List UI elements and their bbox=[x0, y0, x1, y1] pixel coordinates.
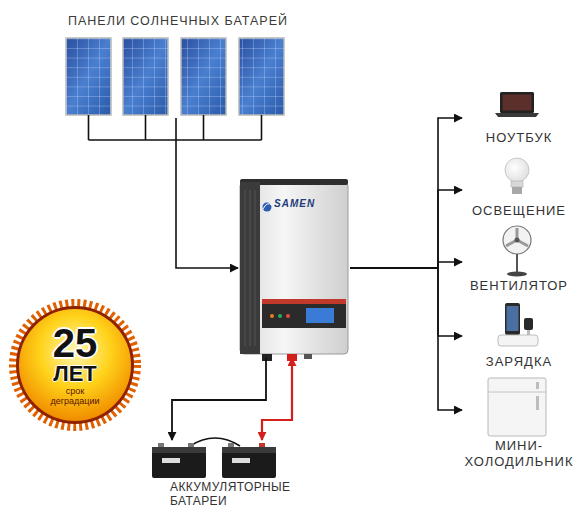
ac-connector bbox=[350, 190, 462, 268]
warranty-badge: 25ЛЕТсрок деградации bbox=[17, 307, 133, 423]
load-device: ЗАРЯДКА bbox=[462, 296, 576, 370]
panel-array: ПАНЕЛИ СОЛНЕЧНЫХ БАТАРЕЙ bbox=[58, 12, 292, 118]
fridge-icon bbox=[488, 378, 546, 436]
solar-panels bbox=[66, 38, 284, 115]
load-device: МИНИ- ХОЛОДИЛЬНИК bbox=[462, 376, 576, 470]
device-label: ОСВЕЩЕНИЕ bbox=[462, 203, 576, 219]
bulb-icon bbox=[505, 158, 529, 194]
badge-caption: срок деградации bbox=[44, 387, 106, 407]
inverter-box: SAMEN bbox=[238, 180, 350, 358]
battery-bank: АККУМУЛЯТОРНЫЕ БАТАРЕИ bbox=[148, 440, 295, 508]
load-device: НОУТБУК bbox=[462, 88, 576, 146]
panel-wiring bbox=[89, 115, 262, 140]
ac-connector bbox=[350, 262, 462, 268]
badge-number: 25 bbox=[53, 323, 98, 363]
laptop-icon bbox=[495, 92, 539, 117]
section-title: ПАНЕЛИ СОЛНЕЧНЫХ БАТАРЕЙ bbox=[68, 14, 292, 28]
battery-pack bbox=[152, 438, 276, 478]
ac-connector bbox=[350, 268, 462, 410]
device-label: НОУТБУК bbox=[462, 130, 576, 146]
brand-logo: SAMEN bbox=[274, 198, 350, 209]
badge-unit: ЛЕТ bbox=[53, 363, 97, 385]
device-label: ЗАРЯДКА bbox=[462, 354, 576, 370]
ac-connector bbox=[350, 118, 462, 268]
fan-icon bbox=[503, 226, 531, 277]
device-label: ВЕНТИЛЯТОР bbox=[462, 278, 576, 294]
device-label: МИНИ- ХОЛОДИЛЬНИК bbox=[462, 438, 576, 470]
load-device: ВЕНТИЛЯТОР bbox=[462, 226, 576, 294]
charger-icon bbox=[498, 303, 538, 346]
battery-cable-positive bbox=[262, 358, 292, 440]
device-label: АККУМУЛЯТОРНЫЕ БАТАРЕИ bbox=[170, 480, 295, 508]
ac-connector bbox=[350, 268, 462, 336]
battery-cable-negative bbox=[172, 358, 266, 440]
dc-connector bbox=[176, 118, 238, 268]
badge-rim bbox=[13, 303, 137, 427]
load-device: ОСВЕЩЕНИЕ bbox=[462, 155, 576, 219]
